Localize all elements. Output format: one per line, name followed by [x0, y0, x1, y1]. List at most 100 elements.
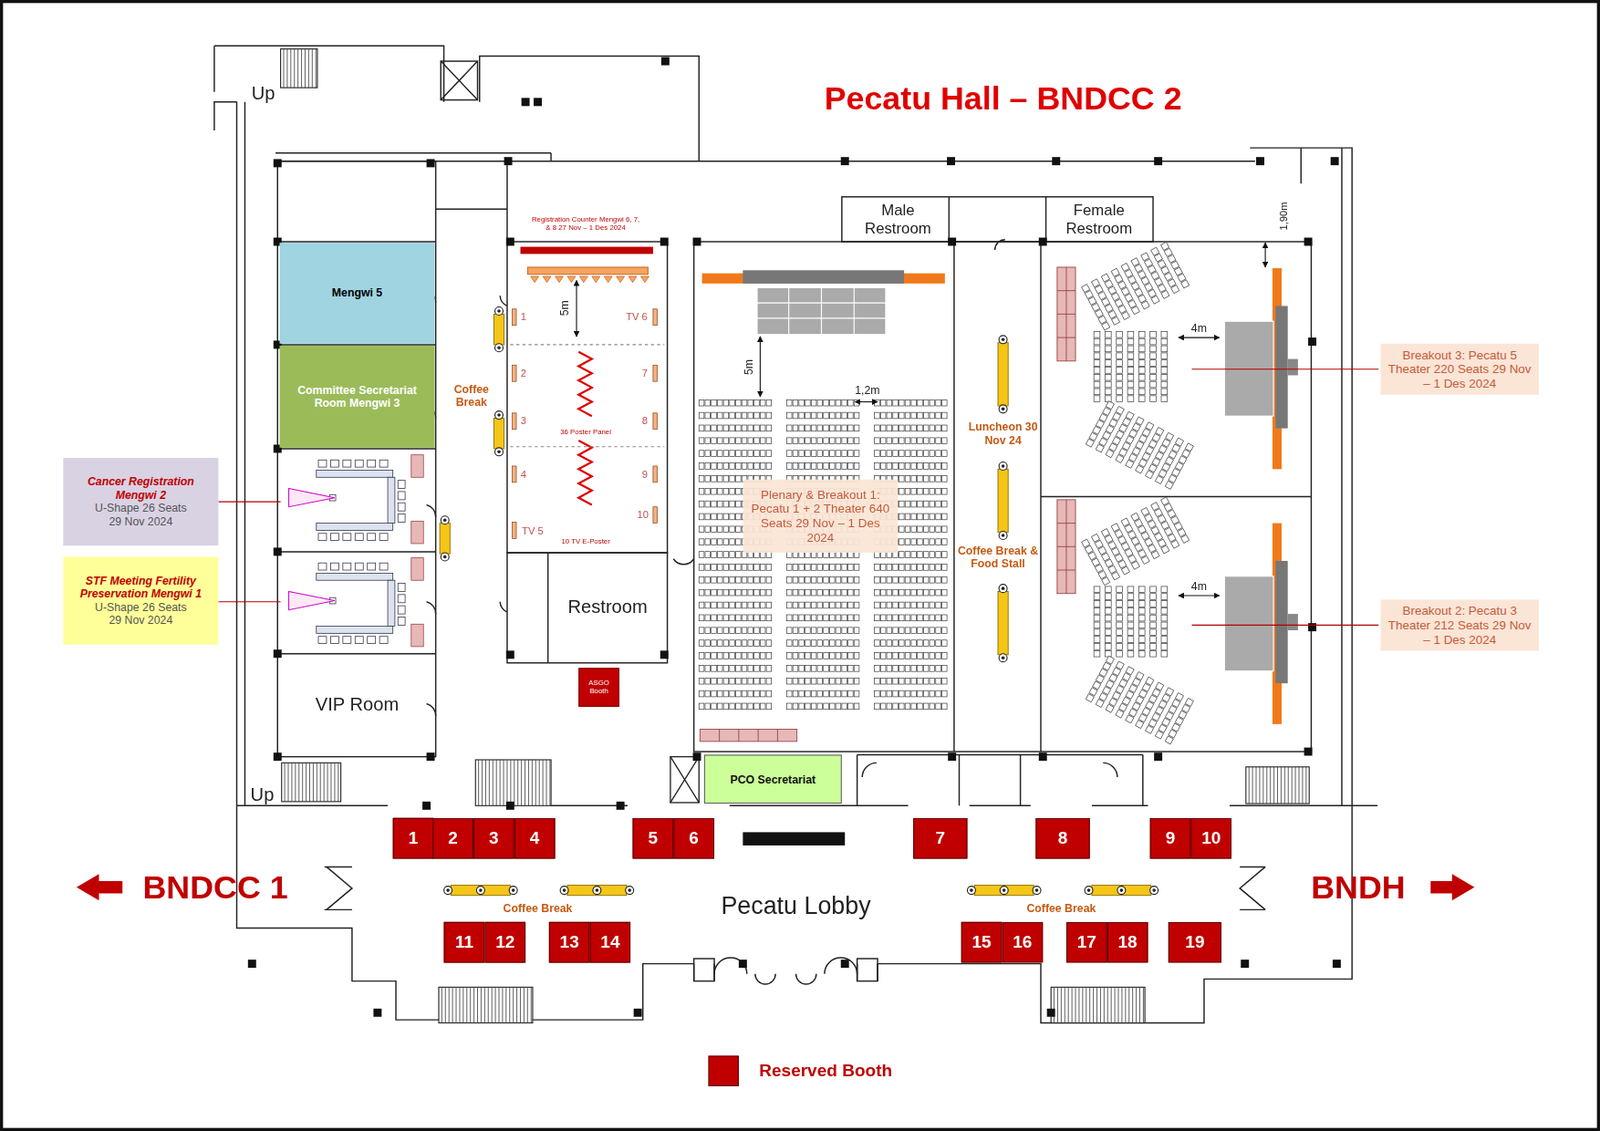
stair: [496, 759, 498, 806]
theater-chair: [817, 627, 823, 634]
theater-chair: [805, 437, 811, 445]
theater-chair: [748, 399, 754, 406]
vip-room: VIP Room: [280, 655, 436, 757]
theater-chair: [841, 640, 848, 647]
theater-chair: [810, 602, 817, 609]
theater-chair: [917, 500, 924, 508]
node-label: Committee Secretariat Room Mengwi 3: [282, 383, 432, 410]
theater-chair: [748, 640, 754, 647]
stair: [485, 759, 487, 806]
theater-chair: [829, 614, 835, 622]
theater-chair: [741, 664, 748, 672]
theater-chair: [799, 564, 805, 572]
stair: [530, 987, 532, 1023]
theater-chair: [698, 703, 705, 710]
direction-arrow: [76, 873, 123, 901]
stair: [523, 987, 525, 1023]
theater-chair: [754, 463, 760, 470]
theater-chair: [723, 664, 729, 672]
stair: [297, 49, 299, 88]
theater-chair: [917, 589, 924, 596]
theater-chair: [904, 463, 911, 470]
theater-chair: [853, 602, 860, 609]
theater-chair: [792, 614, 799, 622]
theater-chair: [1161, 622, 1168, 629]
theater-chair: [705, 488, 711, 495]
theater-chair: [759, 627, 766, 634]
theater-chair: [941, 640, 947, 647]
theater-chair: [810, 653, 817, 660]
theater-chair: [705, 653, 711, 660]
theater-chair: [799, 614, 805, 622]
theater-chair: [736, 677, 742, 685]
theater-chair: [759, 437, 766, 445]
theater-chair: [886, 653, 893, 660]
stair: [473, 987, 475, 1023]
theater-chair: [729, 551, 736, 559]
theater-chair: [1161, 586, 1168, 593]
theater-chair: [935, 677, 942, 685]
theater-chair: [759, 450, 766, 458]
theater-chair: [754, 664, 760, 672]
theater-chair: [766, 627, 772, 634]
u-shape-table: [289, 558, 425, 647]
theater-chair: [1093, 395, 1101, 403]
theater-chair: [848, 703, 854, 710]
pillar: [1051, 156, 1060, 166]
theater-chair: [759, 703, 766, 710]
theater-chair: [893, 463, 899, 470]
pillar: [660, 238, 669, 247]
wall: [237, 805, 1353, 1023]
theater-chair: [729, 602, 736, 609]
theater-chair: [729, 475, 736, 482]
theater-chair: [904, 614, 911, 622]
theater-chair: [874, 627, 881, 634]
elevator: [670, 757, 699, 803]
coffee-table: [595, 888, 600, 893]
wall: [277, 241, 436, 655]
theater-chair: [1161, 360, 1168, 367]
coffee-table: [495, 447, 504, 457]
stair: [492, 759, 494, 806]
theater-chair: [1104, 345, 1112, 353]
stair: [305, 762, 307, 801]
theater-chair: [1150, 593, 1157, 601]
theater-chair: [705, 513, 711, 520]
theater-chair: [716, 526, 723, 533]
theater-chair: [880, 412, 886, 419]
coffee-table: [998, 654, 1008, 663]
legend-swatch: [707, 1055, 739, 1087]
theater-chair: [799, 463, 805, 470]
theater-chair: [810, 399, 817, 406]
theater-chair: [766, 677, 772, 685]
theater-chair: [1127, 381, 1134, 388]
hall-callout: Breakout 3: Pecatu 5 Theater 220 Seats 2…: [1380, 343, 1538, 395]
theater-chair: [810, 564, 817, 572]
theater-chair: [1131, 306, 1140, 315]
theater-chair: [899, 677, 905, 685]
coffee-table: [495, 343, 504, 353]
theater-chair: [711, 627, 717, 634]
theater-chair: [805, 576, 811, 583]
legend-text: Reserved Booth: [758, 1060, 893, 1081]
theater-chair: [799, 664, 805, 672]
direction-label: BNDH: [1310, 868, 1405, 906]
theater-chair: [899, 551, 905, 559]
theater-chair: [736, 450, 742, 458]
theater-chair: [1116, 622, 1123, 629]
theater-chair: [1154, 730, 1164, 739]
theater-chair: [829, 653, 835, 660]
stair: [477, 987, 478, 1023]
theater-chair: [810, 677, 817, 685]
theater-chair: [736, 690, 742, 697]
tv-number: 7: [642, 367, 648, 380]
theater-chair: [1138, 593, 1145, 601]
theater-chair: [1150, 367, 1157, 375]
theater-chair: [1161, 636, 1168, 644]
theater-chair: [904, 690, 911, 697]
theater-chair: [817, 399, 823, 406]
theater-chair: [941, 425, 947, 432]
theater-chair: [736, 412, 742, 419]
node-label: 15: [972, 932, 992, 953]
theater-chair: [1161, 601, 1168, 608]
